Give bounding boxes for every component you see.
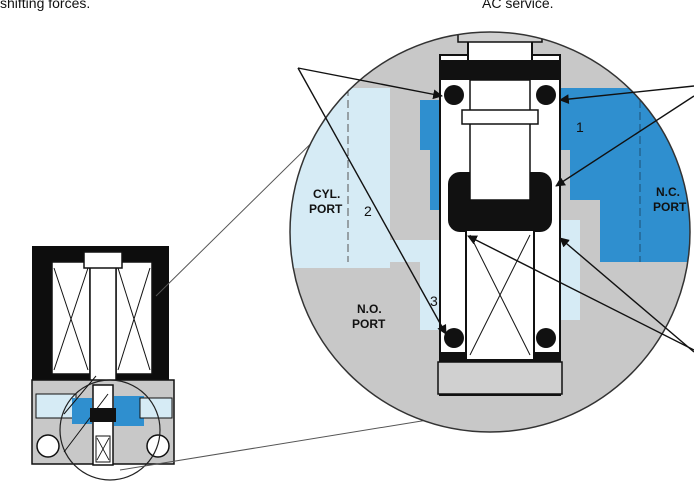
- port-number-1: 1: [576, 119, 584, 135]
- valve-overview: [31, 246, 175, 481]
- projection-line-bottom: [119, 417, 441, 471]
- nc-port-label-line2: PORT: [653, 200, 687, 214]
- magnify-circle-outline: [289, 31, 691, 433]
- callout-arrows: [297, 67, 694, 353]
- port-number-2: 2: [364, 203, 372, 219]
- caption-right: AC service.: [482, 0, 554, 11]
- nc-port-label-line1: N.C.: [656, 185, 680, 199]
- magnified-detail: [290, 32, 690, 432]
- caption-left: shifting forces.: [0, 0, 91, 11]
- port-number-3: 3: [430, 293, 438, 309]
- cyl-port-label-line2: PORT: [309, 202, 343, 216]
- no-port-label-line1: N.O.: [357, 302, 382, 316]
- no-port-label-line2: PORT: [352, 317, 386, 331]
- cyl-port-label-line1: CYL.: [313, 187, 340, 201]
